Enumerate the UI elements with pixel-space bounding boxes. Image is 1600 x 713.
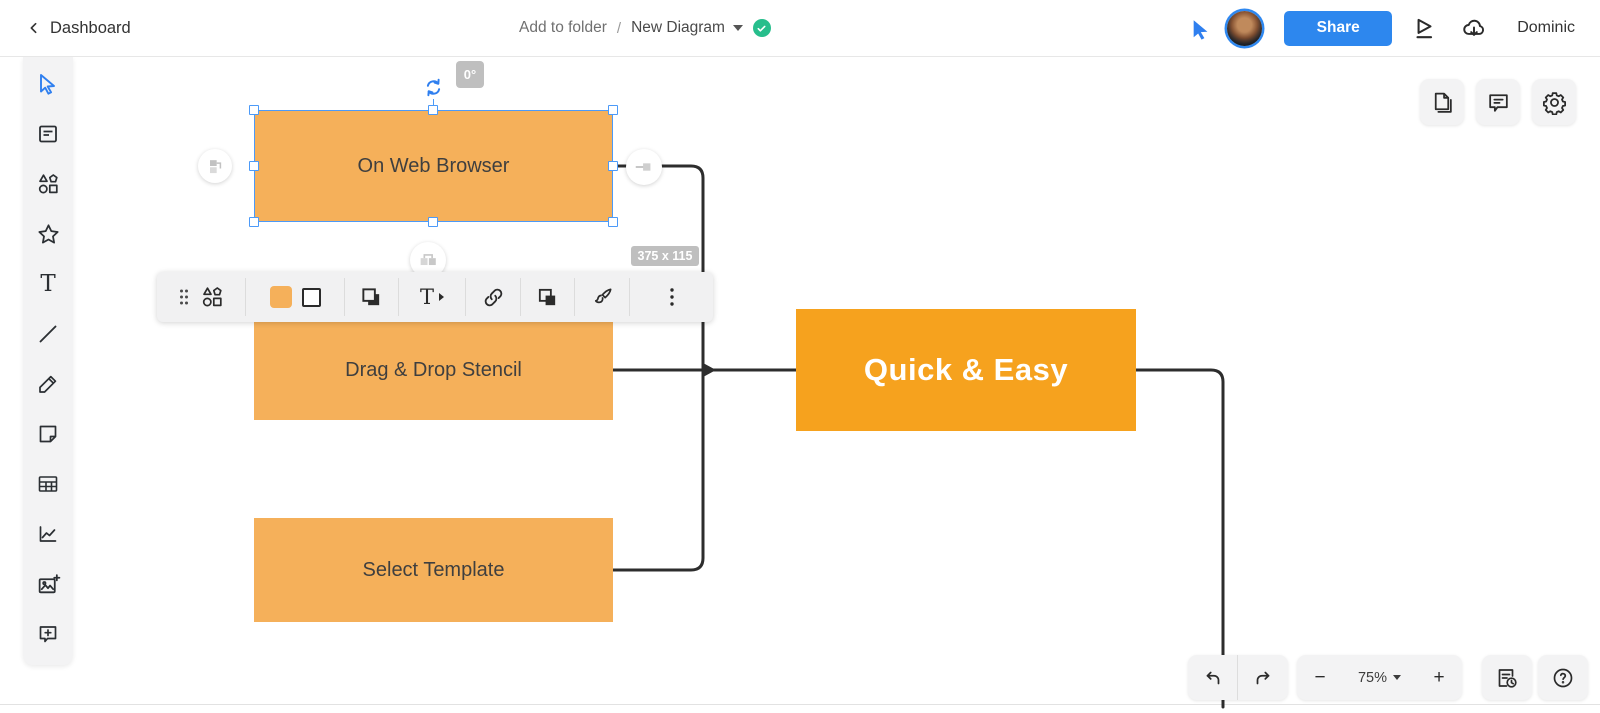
chevron-left-icon [26,20,42,36]
help-button[interactable] [1538,655,1588,700]
connector-end-icon [633,156,655,178]
gear-icon [1542,90,1567,115]
tool-chart[interactable] [31,517,65,551]
tool-shapes[interactable] [31,167,65,201]
size-badge: 375 x 115 [631,246,699,266]
add-link-button[interactable] [482,286,505,309]
tool-table[interactable] [31,467,65,501]
history-icon [1495,666,1519,690]
node-drag-drop-stencil[interactable]: Drag & Drop Stencil [254,320,613,420]
header-actions: Share Dominic [1190,0,1575,56]
format-painter-button[interactable] [591,286,614,309]
zoom-in-button[interactable]: + [1422,655,1456,700]
text-style-glyph: T [420,287,434,308]
add-to-folder-link[interactable]: Add to folder [519,19,607,37]
resize-handle-w[interactable] [249,161,259,171]
top-bar: Dashboard Add to folder / New Diagram Sh… [0,0,1600,57]
undo-button[interactable] [1188,655,1238,700]
fill-color-swatch [270,286,292,308]
help-icon [1551,666,1575,690]
connector-on-web-to-select[interactable] [613,166,703,570]
resize-handle-s[interactable] [428,217,438,227]
zoom-out-button[interactable]: − [1303,655,1337,700]
present-button[interactable] [1411,14,1437,42]
present-play-icon [1411,15,1437,41]
toolbar-drag-handle-icon[interactable] [178,287,190,307]
branch-shape-icon [205,156,225,176]
undo-icon [1202,667,1224,689]
redo-button[interactable] [1238,655,1288,700]
version-history-group [1482,655,1532,700]
pages-icon [1430,90,1455,115]
tool-add-comment[interactable] [31,617,65,651]
node-quick-and-easy[interactable]: Quick & Easy [796,309,1136,431]
branch-shape-icon [417,249,439,271]
breadcrumb-separator: / [617,20,621,37]
resize-handle-sw[interactable] [249,217,259,227]
shadow-button[interactable] [360,286,383,309]
resize-handle-ne[interactable] [608,105,618,115]
tool-sticky-note[interactable] [31,417,65,451]
node-select-template[interactable]: Select Template [254,518,613,622]
collaborator-avatar[interactable] [1227,11,1262,46]
node-label: Quick & Easy [864,352,1068,388]
shape-tool-panel: T [23,57,73,665]
breadcrumb: Add to folder / New Diagram [519,0,771,56]
connect-left-handle[interactable] [198,149,232,183]
text-tool-glyph: T [40,273,55,296]
copy-style-button[interactable] [536,286,559,309]
undo-redo-group [1188,655,1288,700]
back-to-dashboard[interactable]: Dashboard [26,0,131,56]
connector-arrowhead [704,364,716,377]
resize-handle-n[interactable] [428,105,438,115]
tool-favorites[interactable] [31,217,65,251]
rotation-badge: 0° [456,61,484,88]
comment-icon [1486,90,1511,115]
version-history-button[interactable] [1482,655,1532,700]
border-swatch-icon [302,288,321,307]
comments-button[interactable] [1476,79,1520,125]
export-button[interactable] [1461,14,1487,42]
shape-context-toolbar: T [157,272,713,322]
fill-color-button[interactable] [270,286,292,308]
tool-text[interactable]: T [31,267,65,301]
tool-notes-panel[interactable] [31,117,65,151]
text-style-caret-icon [439,293,444,301]
rotate-handle-icon[interactable] [421,75,446,100]
tool-draw[interactable] [31,367,65,401]
pages-button[interactable] [1420,79,1464,125]
change-shape-button[interactable] [200,285,224,309]
text-style-button[interactable]: T [420,287,444,308]
more-options-button[interactable] [669,287,675,307]
node-on-web-browser[interactable]: On Web Browser [254,110,613,222]
node-label: Select Template [363,559,505,582]
share-button[interactable]: Share [1284,11,1392,46]
cloud-download-icon [1461,15,1487,41]
redo-icon [1252,667,1274,689]
zoom-level-dropdown[interactable]: 75% [1358,655,1401,700]
title-dropdown-caret-icon[interactable] [733,25,743,31]
connect-right-handle[interactable] [626,149,662,185]
tool-select[interactable] [31,67,65,101]
help-group [1538,655,1588,700]
collaborator-cursor-icon [1190,17,1212,40]
settings-button[interactable] [1532,79,1576,125]
resize-handle-nw[interactable] [249,105,259,115]
node-label: On Web Browser [358,155,510,178]
user-name[interactable]: Dominic [1517,19,1575,37]
resize-handle-se[interactable] [608,217,618,227]
node-label: Drag & Drop Stencil [345,359,522,382]
back-label: Dashboard [50,19,131,38]
document-title[interactable]: New Diagram [631,19,725,37]
tool-insert-image[interactable] [31,567,65,601]
border-style-button[interactable] [302,288,321,307]
tool-line[interactable] [31,317,65,351]
zoom-level-value: 75% [1358,670,1387,686]
zoom-control-group: − 75% + [1297,655,1462,700]
saved-check-icon [753,19,771,37]
zoom-caret-icon [1393,675,1401,680]
resize-handle-e[interactable] [608,161,618,171]
